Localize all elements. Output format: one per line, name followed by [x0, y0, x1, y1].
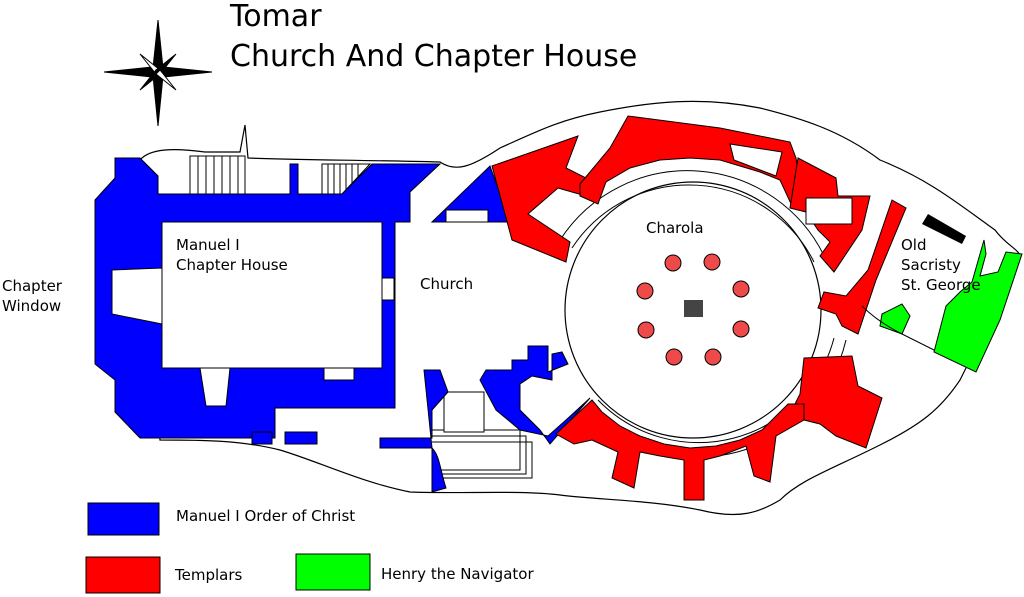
buttress-south-2 [284, 431, 318, 445]
church-niche-north [445, 209, 489, 223]
column-1 [664, 254, 682, 272]
column-5 [704, 348, 722, 366]
legend: Manuel I Order of Christ Templars Henry … [85, 502, 534, 594]
chapter-house-niche [323, 367, 355, 381]
charola-ambulatory-ring [559, 170, 827, 261]
buttress-south-1 [251, 431, 273, 445]
chapter-window [111, 267, 163, 325]
column-2 [703, 253, 721, 271]
sacristy-label-1: Old [901, 236, 927, 254]
henry-sacristy-wall [933, 239, 1023, 373]
column-7 [637, 321, 655, 339]
column-6 [665, 348, 683, 366]
charola-label: Charola [646, 219, 704, 237]
column-8 [636, 282, 654, 300]
legend-swatch-templars [85, 556, 161, 594]
sacristy-label-3: St. George [901, 276, 981, 294]
charola-columns [636, 253, 750, 366]
column-3 [732, 280, 750, 298]
title-line-2: Church And Chapter House [230, 39, 637, 74]
templar-wall-northwest [491, 135, 591, 263]
church-label: Church [420, 275, 473, 293]
legend-label-henry: Henry the Navigator [381, 565, 534, 583]
chapter-window-label-1: Chapter [2, 277, 63, 295]
templar-wall-south [555, 399, 805, 501]
stairs-south [432, 391, 533, 479]
chapter-house-opening-east [381, 277, 395, 301]
sacristy-black-marker [922, 214, 966, 244]
templar-pier-openings [729, 143, 853, 225]
chapter-house-label-1: Manuel I [176, 236, 240, 254]
legend-label-templars: Templars [174, 566, 243, 584]
sacristy-label-2: Sacristy [901, 256, 961, 274]
church-wall-southeast [479, 345, 591, 445]
templar-wall-north [579, 115, 801, 208]
sacristy-passage [861, 305, 935, 351]
title-line-1: Tomar [229, 0, 322, 34]
chapter-window-label-2: Window [2, 297, 61, 315]
legend-swatch-manuel [87, 502, 160, 536]
chapter-house-opening-south [199, 367, 231, 407]
compass-rose-icon [103, 19, 213, 127]
charola-ambulatory-ring-2 [571, 184, 815, 263]
stairs-north-left [189, 155, 246, 195]
chapter-house-label-2: Chapter House [176, 256, 288, 274]
charola-altar [684, 300, 703, 317]
templar-wall-east [817, 199, 907, 335]
column-4 [732, 320, 750, 338]
legend-label-manuel: Manuel I Order of Christ [176, 507, 355, 525]
legend-swatch-henry [295, 553, 371, 591]
chapter-house-room [161, 221, 383, 369]
church-wall-southwest [379, 369, 449, 493]
